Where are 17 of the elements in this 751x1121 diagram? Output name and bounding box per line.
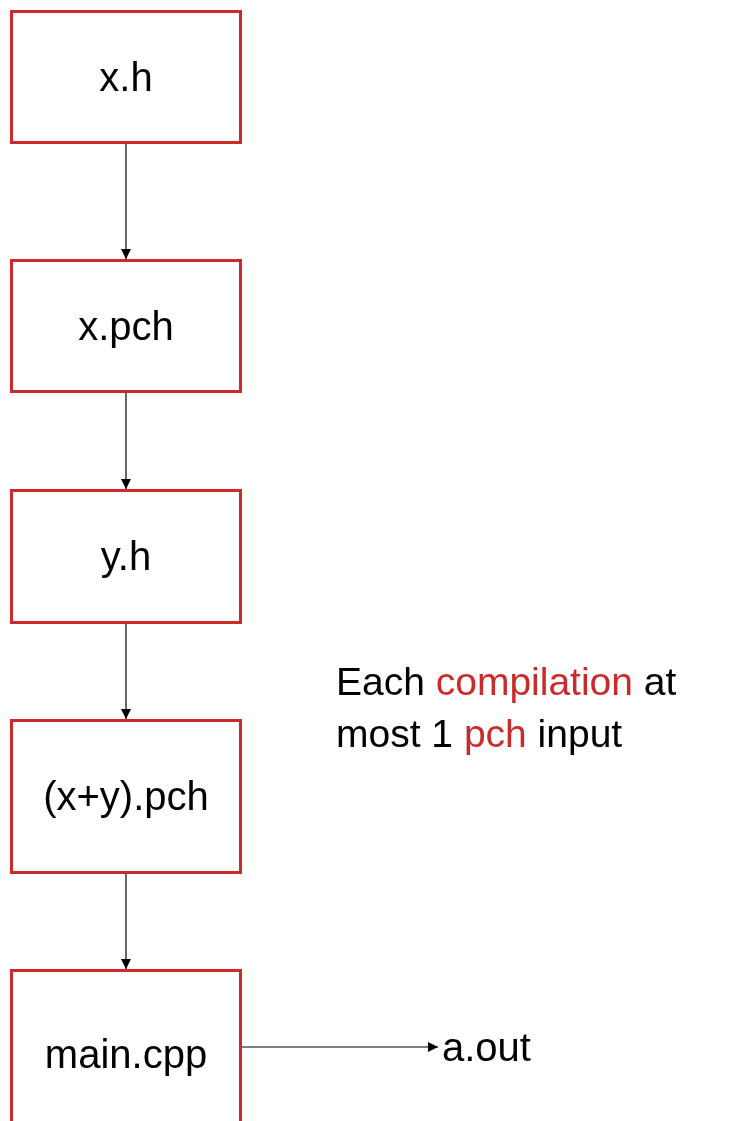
file-box — [10, 259, 242, 393]
arrow — [121, 623, 131, 720]
file-name: y.h — [100, 534, 152, 579]
file-name: x.h — [99, 54, 153, 100]
file-box — [10, 969, 242, 1121]
file-box — [10, 10, 242, 144]
file-name: a.out — [442, 1024, 531, 1070]
file-box — [10, 489, 242, 624]
note-text: Each compilation at most 1 pch input — [336, 659, 678, 757]
arrow — [241, 1042, 439, 1052]
arrow — [121, 873, 131, 970]
file-box — [10, 719, 242, 874]
file-name: x.pch — [78, 303, 174, 349]
file-name: main.cpp — [44, 1031, 208, 1077]
arrow — [121, 143, 131, 260]
arrow — [121, 392, 131, 490]
file-name: (x+y).pch — [43, 774, 209, 819]
